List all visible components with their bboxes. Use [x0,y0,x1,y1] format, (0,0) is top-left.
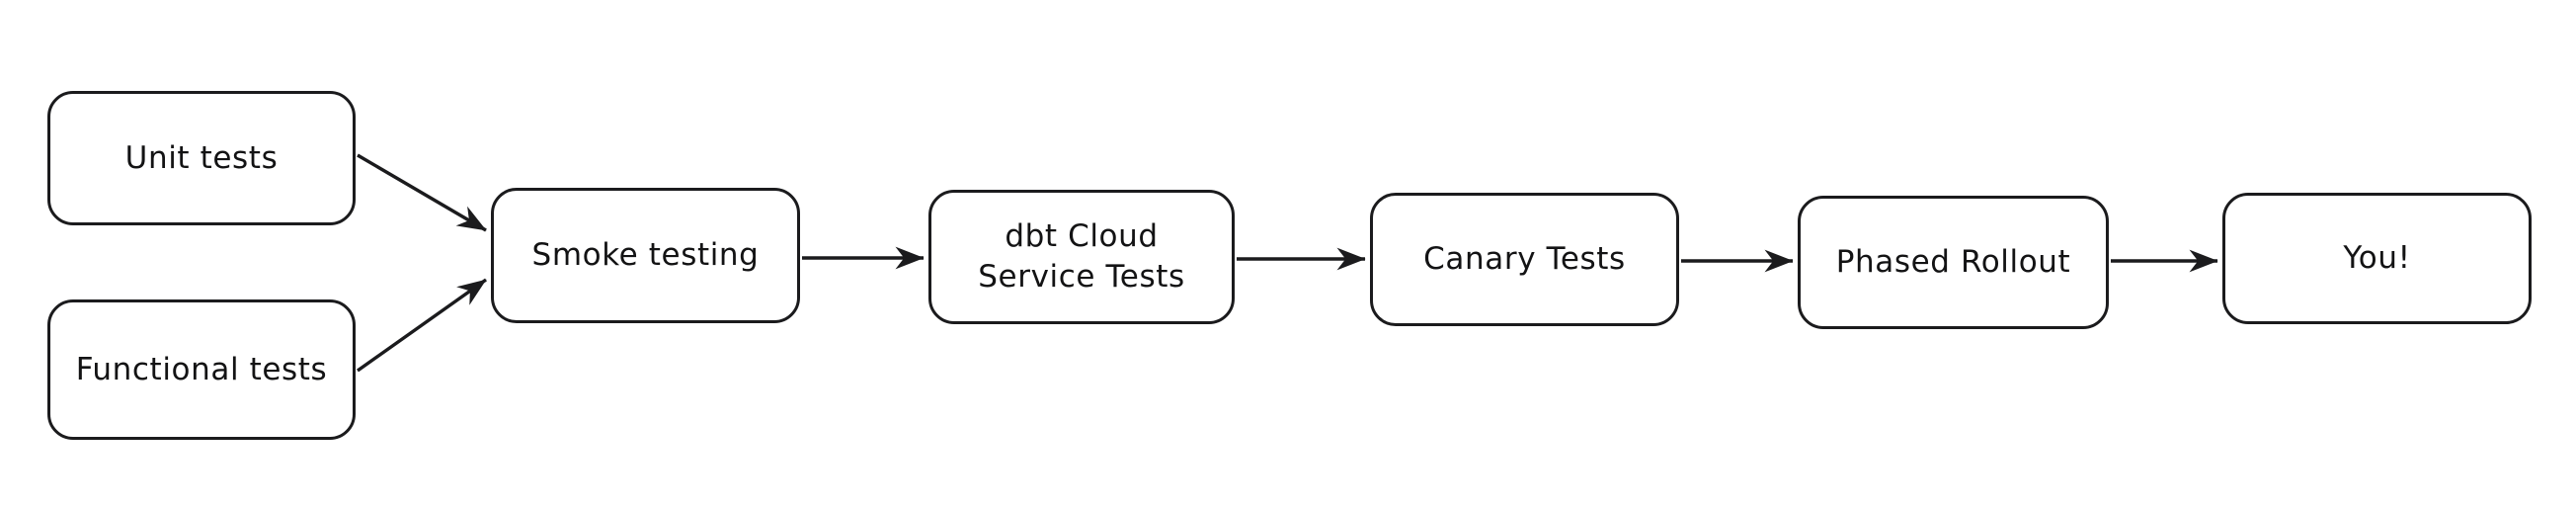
node-label-canary-tests: Canary Tests [1423,241,1626,278]
node-functional-tests[interactable]: Functional tests [47,299,356,440]
edge-functional-tests-to-smoke-testing [357,278,487,373]
edge-unit-tests-to-smoke-testing [357,153,487,232]
node-label-dbt-cloud-service-tests: dbt Cloud Service Tests [978,218,1185,295]
node-you[interactable]: You! [2222,193,2532,324]
node-unit-tests[interactable]: Unit tests [47,91,356,225]
node-phased-rollout[interactable]: Phased Rollout [1798,196,2109,329]
node-label-functional-tests: Functional tests [75,351,328,387]
node-label-you: You! [2343,240,2411,277]
node-canary-tests[interactable]: Canary Tests [1370,193,1679,326]
node-dbt-cloud-service-tests[interactable]: dbt Cloud Service Tests [928,190,1235,324]
node-smoke-testing[interactable]: Smoke testing [491,188,800,323]
node-label-unit-tests: Unit tests [124,139,279,176]
node-label-phased-rollout: Phased Rollout [1835,244,2071,281]
node-label-smoke-testing: Smoke testing [531,237,760,274]
